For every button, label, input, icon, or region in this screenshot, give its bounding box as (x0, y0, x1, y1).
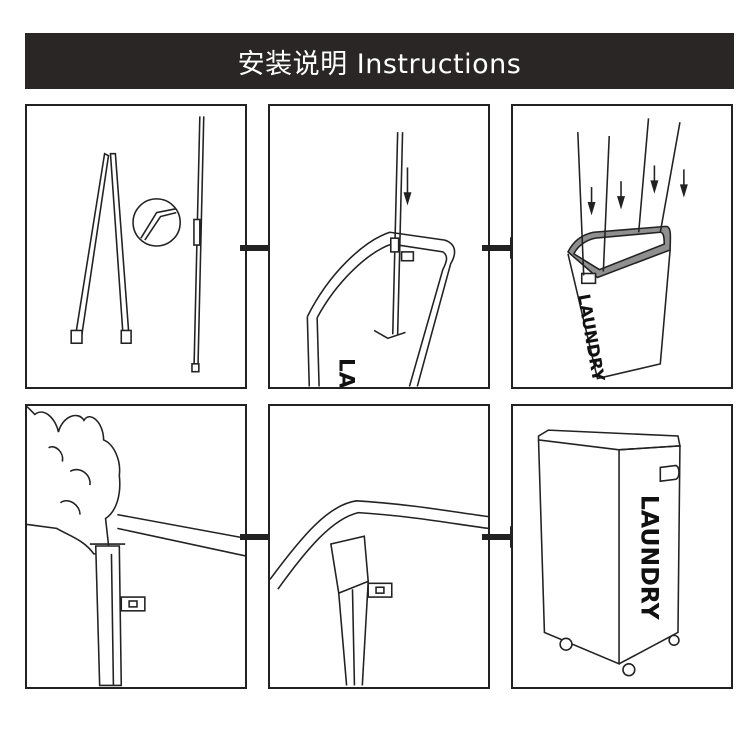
laundry-label: LAUNDRY (574, 293, 608, 384)
step-4-illustration (27, 406, 245, 687)
page-title: 安装说明 Instructions (25, 33, 734, 89)
laundry-label-partial: LA (334, 358, 359, 387)
step-3-illustration: LAUNDRY (567, 118, 688, 384)
step-6-panel: LAUNDRY (511, 404, 733, 689)
step-1-illustration (70, 116, 205, 373)
step-2-panel: LA (268, 104, 490, 389)
step-4-panel (25, 404, 247, 689)
step-5-illustration (270, 500, 488, 686)
step-6-illustration: LAUNDRY (537, 429, 681, 677)
step-5-panel (268, 404, 490, 689)
laundry-label: LAUNDRY (636, 495, 664, 621)
step-3-panel: LAUNDRY (511, 104, 733, 389)
step-2-illustration: LA (306, 132, 456, 387)
page-title-text: 安装说明 Instructions (237, 48, 522, 80)
step-1-panel (25, 104, 247, 389)
